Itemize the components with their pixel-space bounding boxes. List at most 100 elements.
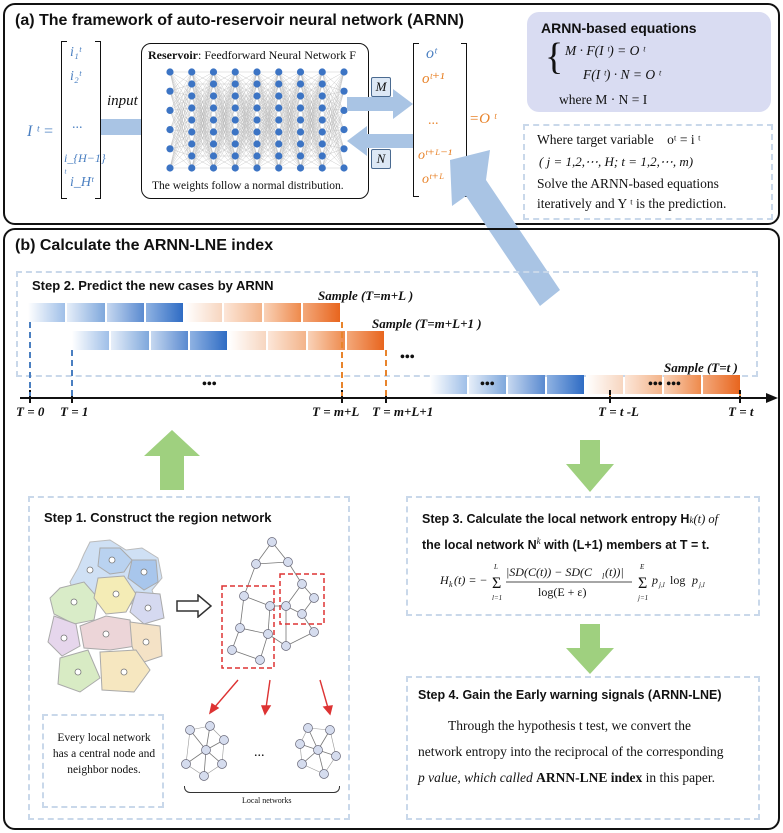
step3-line-2: the local network Nk with (L+1) members … (422, 536, 710, 553)
neuron (318, 152, 326, 160)
neural-network-graphic (166, 68, 348, 172)
neuron (275, 128, 283, 136)
target-line-1: Where target variable oᵗ = i ᵗ (537, 132, 701, 147)
sample-bar-3 (430, 375, 742, 394)
output-item: oᵗ⁺ᴸ (422, 172, 445, 187)
neuron (209, 116, 218, 124)
neuron (340, 106, 348, 114)
target-line-4: iteratively and Y ᵗ is the prediction. (537, 196, 727, 211)
step4-box: Step 4. Gain the Early warning signals (… (406, 676, 760, 820)
neuron (253, 152, 261, 160)
neuron (188, 164, 196, 172)
local-note: Every local network has a central node a… (52, 732, 156, 776)
neuron (275, 104, 283, 112)
svg-text:j,l: j,l (698, 581, 705, 589)
region-node (263, 629, 273, 639)
svg-text:p: p (651, 573, 658, 587)
bar-segment (150, 331, 188, 350)
neuron (209, 152, 218, 160)
bar-segment (263, 303, 301, 322)
m-arrow (347, 89, 413, 119)
neuron (231, 68, 239, 76)
local-node (325, 725, 335, 735)
local-node (219, 735, 229, 745)
neuron (166, 87, 174, 95)
reservoir-note: The weights follow a normal distribution… (152, 180, 344, 192)
panel-a: (a) The framework of auto-reservoir neur… (3, 3, 780, 225)
svg-text:|SD(C(t)) − SD(C: |SD(C(t)) − SD(C (506, 565, 593, 579)
output-item: oᵗ⁺ᴸ⁻¹ (418, 148, 452, 163)
region-node (281, 641, 291, 651)
tick-label: T = m+L (312, 404, 360, 419)
neuron (275, 140, 283, 148)
reservoir-title: Reservoir: Feedforward Neural Network F (148, 48, 356, 62)
region-network-graph (221, 537, 325, 669)
output-item: ... (428, 113, 439, 128)
neuron (166, 126, 174, 134)
reservoir-box: Reservoir: Feedforward Neural Network F … (141, 43, 369, 199)
region-node (227, 645, 237, 655)
bar-segment (547, 375, 584, 394)
neuron (253, 104, 261, 112)
tick-label: T = t (728, 404, 754, 419)
local-node (181, 759, 191, 769)
sample-bar-2 (72, 331, 386, 350)
neuron (340, 87, 348, 95)
neuron (209, 80, 218, 88)
bar-segment (664, 375, 701, 394)
neuron (296, 128, 305, 136)
local-node (295, 739, 305, 749)
neuron (253, 128, 261, 136)
neuron (340, 68, 348, 76)
neuron (318, 104, 326, 112)
equation-1: M · F(I ᵗ) = O ᵗ (565, 43, 645, 58)
input-item: ... (72, 117, 83, 132)
local-node (297, 759, 307, 769)
tick-label: T = m+L+1 (372, 404, 434, 419)
local-node (303, 723, 313, 733)
bar-segment (703, 375, 740, 394)
step4-down-arrow (566, 624, 614, 674)
sample-3-label: Sample (T=t ) (664, 360, 738, 375)
local-node (319, 769, 329, 779)
region-node (251, 559, 261, 569)
neuron (253, 92, 261, 100)
matrix-n-box: N (371, 149, 391, 169)
svg-text:Σ: Σ (638, 575, 647, 592)
neuron (231, 104, 239, 112)
svg-text:E: E (639, 563, 645, 571)
bar-segment (145, 303, 183, 322)
neuron (166, 106, 174, 114)
step1-title: Step 1. Construct the region network (44, 510, 272, 525)
neuron (296, 80, 305, 88)
neuron (318, 68, 326, 76)
local-node (201, 745, 211, 755)
neuron (231, 116, 239, 124)
neuron (188, 80, 196, 88)
timeline (20, 322, 778, 403)
bar-segment (469, 375, 506, 394)
ellipsis-mid: ••• (400, 350, 415, 365)
bar-segment (185, 303, 223, 322)
region-node (281, 601, 291, 611)
bar-segment (307, 331, 345, 350)
bar-segment (28, 303, 66, 322)
input-item: i_Hᵗ (70, 175, 94, 190)
neuron (296, 116, 305, 124)
neuron (275, 92, 283, 100)
bar-segment (625, 375, 662, 394)
tick-label: T = 0 (16, 404, 45, 419)
input-item: i_{H−1}ᵗ (64, 151, 106, 180)
neuron (275, 68, 283, 76)
output-rhs: =O ᵗ (469, 111, 497, 127)
neuron (253, 164, 261, 172)
neuron (318, 140, 326, 148)
equation-3: where M · N = I (559, 92, 648, 107)
step4-title: Step 4. Gain the Early warning signals (… (418, 688, 722, 702)
sample-2-label: Sample (T=m+L+1 ) (372, 316, 482, 331)
sample-bar-1 (28, 303, 342, 322)
neuron (231, 140, 239, 148)
output-item: oᵗ (426, 45, 437, 62)
neuron (209, 164, 218, 172)
